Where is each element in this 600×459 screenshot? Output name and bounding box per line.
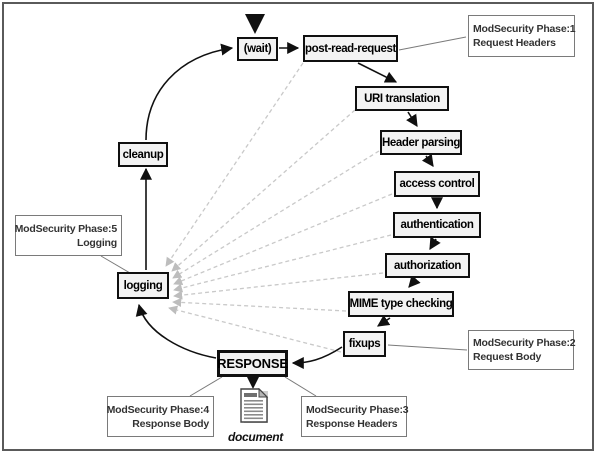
note-modsecurity-phase-5: ModSecurity Phase:5 Logging — [15, 215, 122, 256]
note-line: Response Body — [132, 417, 209, 430]
flow-arrows — [135, 42, 443, 369]
node-response: RESPONSE — [217, 350, 288, 377]
node-wait: (wait) — [237, 37, 278, 61]
node-header-parsing: Header parsing — [380, 130, 462, 155]
node-post-read-request: post-read-request — [303, 35, 398, 62]
note-line: Request Body — [473, 351, 542, 363]
note-line: ModSecurity Phase:1 — [473, 23, 576, 35]
dashed-logging-arrows — [165, 62, 393, 353]
node-cleanup: cleanup — [118, 142, 168, 167]
note-modsecurity-phase-2: ModSecurity Phase:2 Request Body — [468, 330, 576, 370]
thick-arrows — [243, 14, 265, 389]
note-modsecurity-phase-4: ModSecurity Phase:4 Response Body — [107, 396, 214, 437]
document-label: document — [228, 430, 283, 444]
note-connector-lines — [100, 36, 468, 397]
note-line: Request Headers — [473, 37, 556, 49]
note-modsecurity-phase-1: ModSecurity Phase:1 Request Headers — [468, 15, 576, 57]
node-uri-translation: URI translation — [355, 86, 449, 111]
node-logging: logging — [117, 272, 169, 299]
note-line: ModSecurity Phase:4 — [106, 403, 210, 416]
node-authorization: authorization — [385, 253, 470, 278]
note-line: ModSecurity Phase:2 — [473, 337, 576, 349]
note-line: Response Headers — [306, 417, 398, 430]
note-modsecurity-phase-3: ModSecurity Phase:3 Response Headers — [301, 396, 409, 437]
document-icon — [240, 387, 269, 423]
node-access-control: access control — [394, 171, 480, 197]
node-fixups: fixups — [343, 331, 386, 357]
note-line: ModSecurity Phase:5 — [14, 222, 118, 235]
node-authentication: authentication — [393, 212, 481, 238]
note-line: Logging — [76, 236, 117, 249]
document-output: document — [228, 387, 283, 444]
node-mime-type-checking: MIME type checking — [348, 291, 454, 317]
note-line: ModSecurity Phase:3 — [306, 403, 409, 416]
